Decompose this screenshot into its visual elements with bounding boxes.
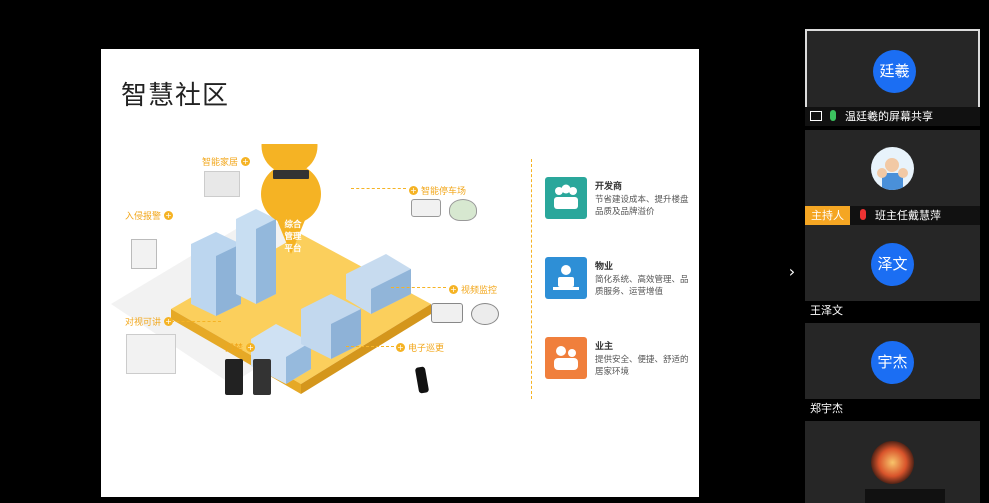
platform-label: 综合 管理 平台 [284, 220, 302, 254]
label-smart-home: 智能家居+ [202, 157, 251, 168]
family-icon [545, 337, 587, 379]
avatar: 廷羲 [873, 50, 916, 93]
mic-on-icon [829, 110, 836, 121]
alarm-device [131, 239, 157, 269]
smart-home-device [204, 171, 240, 197]
avatar: 泽文 [871, 243, 914, 286]
participant-name: 王泽文 [810, 304, 843, 317]
participant-panel: 廷羲 温廷羲的屏幕共享 主持人 班主任戴慧萍 泽文 王泽文 宇 [805, 29, 980, 503]
platform-pin [261, 144, 321, 254]
label-intercom: 对视可讲+ [125, 317, 174, 328]
dome-camera-device-2 [471, 303, 499, 325]
shared-slide: 智慧社区 [101, 49, 699, 497]
access-reader-2 [253, 359, 271, 395]
dome-camera-device [449, 199, 477, 221]
role-name: 业主 [595, 342, 614, 352]
label-video-monitor: +视频监控 [449, 285, 498, 296]
participant-name-bar: 主持人 班主任戴慧萍 [805, 206, 980, 225]
community-illustration [111, 144, 431, 394]
participant-tile[interactable]: 宇杰 郑宇杰 [805, 323, 980, 418]
role-desc: 提供安全、便捷、舒适的居家环境 [595, 355, 689, 377]
label-parking: +智能停车场 [409, 186, 467, 197]
participant-name-bar: 郑宇杰 [805, 399, 980, 418]
participant-name: 班主任戴慧萍 [875, 209, 941, 222]
mic-muted-icon [859, 209, 866, 220]
participant-tile[interactable]: 泽文 王泽文 [805, 225, 980, 320]
label-intrusion-alarm: 入侵报警+ [125, 211, 174, 222]
avatar [871, 441, 914, 484]
connector [351, 188, 406, 189]
role-desc: 节省建设成本、提升楼盘品质及品牌溢价 [595, 195, 689, 217]
role-name: 物业 [595, 262, 614, 272]
connector [391, 287, 446, 288]
participant-tile[interactable] [805, 421, 980, 503]
slide-title: 智慧社区 [121, 81, 230, 111]
participant-tile[interactable]: 廷羲 温廷羲的屏幕共享 [805, 29, 980, 126]
role-desc: 简化系统、高效管理、品质服务、运营增值 [595, 275, 689, 297]
connector [171, 321, 221, 322]
building-right [346, 254, 411, 314]
building-left [191, 232, 241, 316]
participant-name-bar: 王泽文 [805, 301, 980, 320]
building-center [236, 209, 276, 304]
collapse-panel-chevron-icon[interactable]: › [788, 262, 796, 281]
participant-name: 温廷羲的屏幕共享 [845, 110, 933, 123]
avatar: 宇杰 [871, 341, 914, 384]
role-divider [531, 159, 532, 399]
participant-tile[interactable]: 主持人 班主任戴慧萍 [805, 130, 980, 225]
label-patrol: +电子巡更 [396, 343, 445, 354]
label-access-control: 门禁+ [225, 343, 256, 354]
team-icon [545, 177, 587, 219]
avatar [871, 147, 914, 190]
participant-name-bar: 温廷羲的屏幕共享 [805, 107, 980, 126]
access-reader-1 [225, 359, 243, 395]
role-property: 物业 简化系统、高效管理、品质服务、运营增值 [545, 257, 695, 301]
worker-icon [545, 257, 587, 299]
participant-name-bar [865, 489, 945, 503]
host-badge: 主持人 [805, 206, 850, 225]
camera-device [411, 199, 441, 217]
connector [346, 346, 394, 347]
screen-share-icon [810, 111, 822, 121]
intercom-device [126, 334, 176, 374]
role-name: 开发商 [595, 182, 623, 192]
role-owner: 业主 提供安全、便捷、舒适的居家环境 [545, 337, 695, 381]
bullet-camera-device [431, 303, 463, 323]
participant-name: 郑宇杰 [810, 402, 843, 415]
role-developer: 开发商 节省建设成本、提升楼盘品质及品牌溢价 [545, 177, 695, 221]
